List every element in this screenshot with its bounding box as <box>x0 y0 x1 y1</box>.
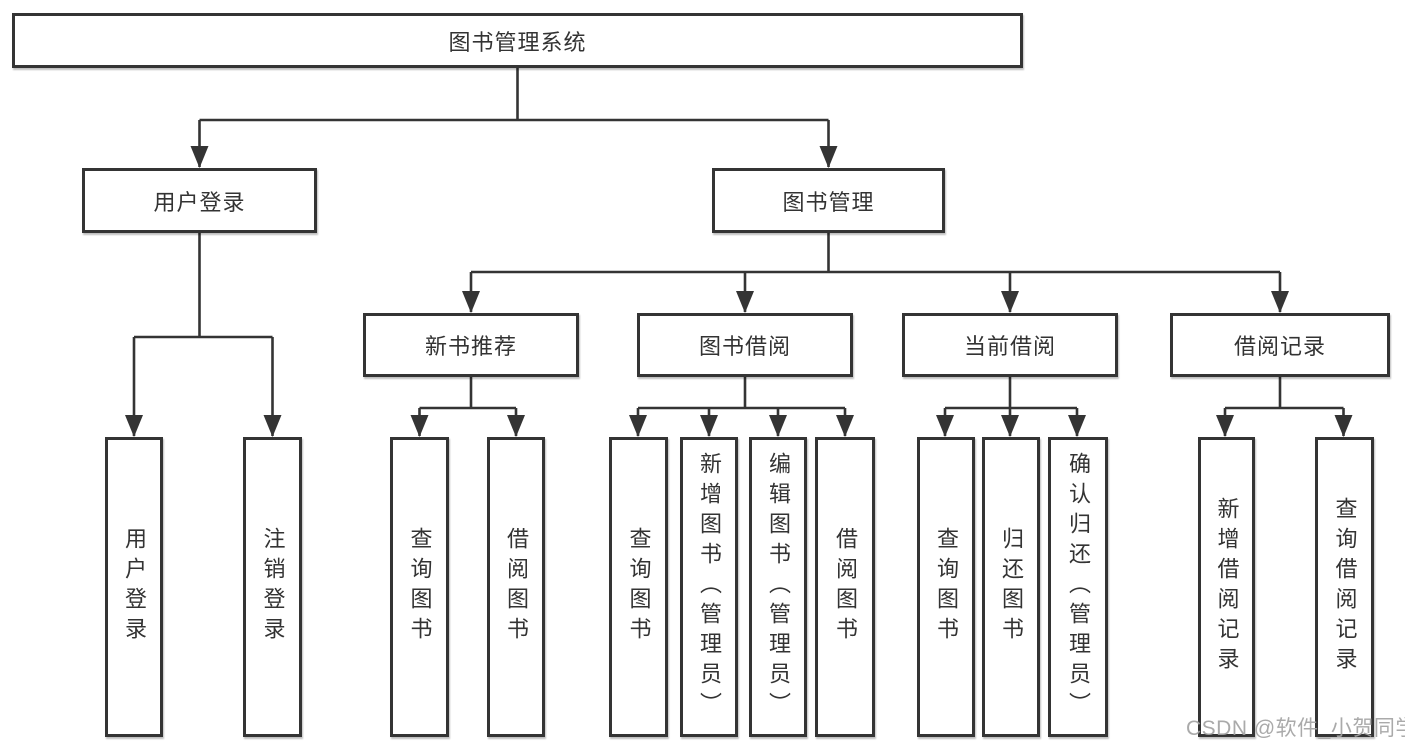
csdn-watermark: CSDN @软件_小贺同学 <box>1186 717 1405 740</box>
node-root: 图书管理系统 <box>12 13 1023 68</box>
leaf-current-query-books: 查询图书 <box>917 437 975 737</box>
connector-book-management-children <box>462 233 1289 313</box>
node-borrow-records: 借阅记录 <box>1170 313 1390 377</box>
connector-user-login-children <box>125 233 282 437</box>
connector-root-to-level2 <box>190 68 838 168</box>
node-current-borrow: 当前借阅 <box>902 313 1118 377</box>
leaf-borrow-query-books: 查询图书 <box>609 437 668 737</box>
connector-new-book-children <box>410 377 525 437</box>
node-new-book-recommend: 新书推荐 <box>363 313 579 377</box>
node-book-management: 图书管理 <box>712 168 945 233</box>
leaf-add-book-admin: 新增图书（管理员） <box>680 437 738 737</box>
leaf-borrow-books: 借阅图书 <box>815 437 875 737</box>
leaf-user-login: 用户登录 <box>105 437 163 737</box>
leaf-newbook-query-books: 查询图书 <box>390 437 449 737</box>
node-user-login: 用户登录 <box>82 168 317 233</box>
node-book-borrow: 图书借阅 <box>637 313 853 377</box>
connector-book-borrow-children <box>629 377 854 437</box>
leaf-query-borrow-record: 查询借阅记录 <box>1315 437 1374 737</box>
connector-current-borrow-children <box>936 377 1086 437</box>
leaf-confirm-return-admin: 确认归还（管理员） <box>1048 437 1108 737</box>
leaf-return-books: 归还图书 <box>982 437 1040 737</box>
leaf-edit-book-admin: 编辑图书（管理员） <box>749 437 807 737</box>
leaf-add-borrow-record: 新增借阅记录 <box>1198 437 1255 737</box>
leaf-logout: 注销登录 <box>243 437 302 737</box>
leaf-newbook-borrow-books: 借阅图书 <box>487 437 545 737</box>
connector-borrow-records-children <box>1216 377 1353 437</box>
